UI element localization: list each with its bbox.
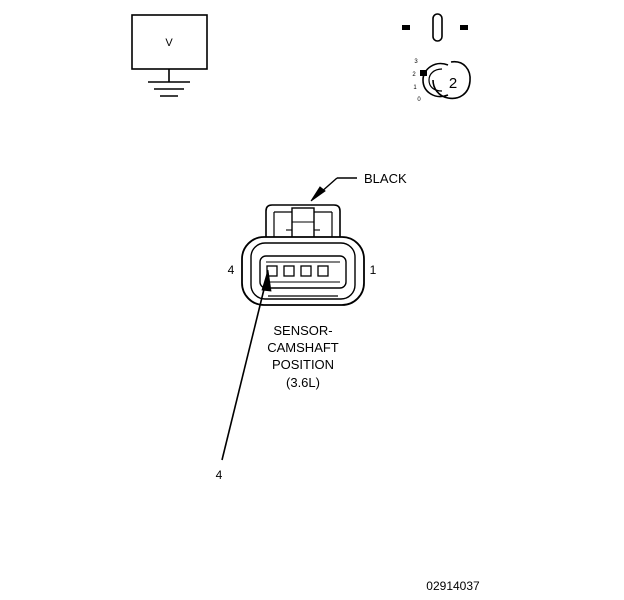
pin-right-label: 1	[370, 263, 377, 277]
voltmeter-symbol	[131, 14, 208, 97]
ignition-switch-icon	[402, 13, 471, 100]
voltmeter-label: V	[165, 37, 173, 49]
terminal-cavity-1	[317, 265, 329, 277]
connector-title-line-2: CAMSHAFT	[267, 340, 339, 355]
probe-lead	[221, 269, 272, 461]
terminal-cavity-2	[300, 265, 312, 277]
probe-lead-arrowhead	[261, 269, 272, 292]
voltmeter-box	[131, 14, 208, 70]
probe-pin-label: 4	[216, 468, 223, 482]
connector-color-label: BLACK	[364, 171, 407, 186]
switch-position-3: 3	[414, 59, 418, 65]
switch-left-dash	[402, 25, 410, 30]
terminal-cavity-3	[283, 265, 295, 277]
leader-arrowhead	[310, 186, 326, 202]
switch-slot	[432, 13, 443, 42]
connector-face	[241, 204, 365, 306]
figure-id: 02914037	[426, 579, 480, 593]
key-head-outer	[432, 60, 471, 100]
switch-position-2: 2	[412, 72, 416, 78]
pin-left-label: 4	[228, 263, 235, 277]
key-position-marker	[420, 70, 427, 76]
key-c-shape	[422, 62, 449, 98]
switch-position-0: 0	[417, 97, 421, 103]
key-number: 2	[449, 75, 457, 92]
switch-right-dash	[460, 25, 468, 30]
switch-position-1: 1	[413, 85, 417, 91]
connector-title-line-3: POSITION	[272, 357, 334, 372]
probe-lead-line	[221, 276, 268, 461]
latch-tab	[291, 207, 315, 239]
connector-title-line-1: SENSOR-	[273, 323, 332, 338]
key-c-inner	[428, 68, 443, 92]
connector-color-leader	[310, 177, 357, 202]
connector-title-line-4: (3.6L)	[286, 375, 320, 390]
terminal-cavity-4	[266, 265, 278, 277]
